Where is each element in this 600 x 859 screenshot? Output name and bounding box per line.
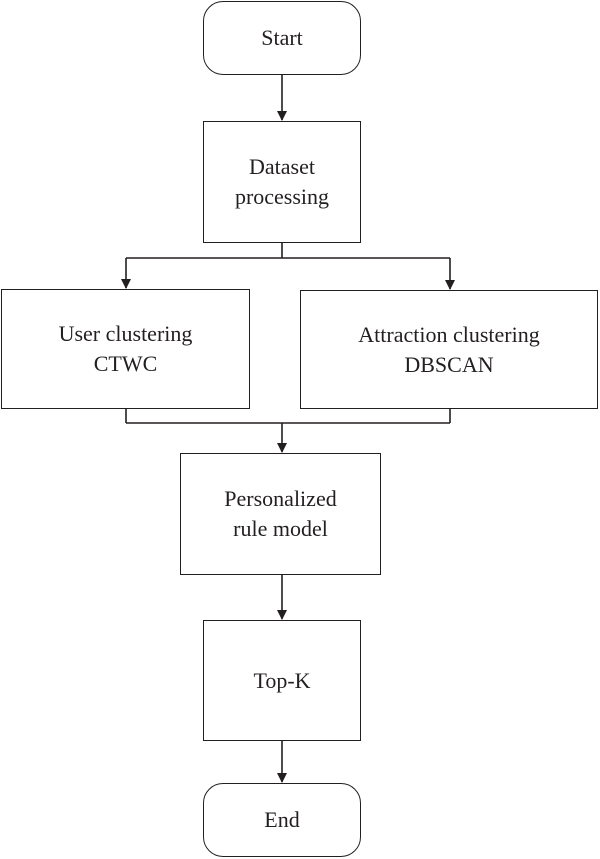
- topk-label: Top-K: [253, 667, 311, 693]
- rule-model-line2: rule model: [233, 516, 328, 541]
- rule-model-line1: Personalized: [224, 486, 337, 511]
- start-node: Start: [203, 1, 361, 75]
- user-clustering-line1: User clustering: [58, 321, 193, 346]
- rule-model-node: Personalized rule model: [180, 453, 381, 575]
- topk-node: Top-K: [203, 620, 361, 741]
- end-node: End: [203, 783, 361, 857]
- dataset-processing-line1: Dataset: [249, 154, 315, 179]
- attraction-clustering-line1: Attraction clustering: [358, 321, 540, 347]
- attraction-clustering-line2: DBSCAN: [404, 351, 494, 377]
- start-label: Start: [261, 25, 303, 50]
- user-clustering-line2: CTWC: [93, 351, 158, 376]
- attraction-clustering-node: Attraction clustering DBSCAN: [300, 290, 598, 409]
- dataset-processing-node: Dataset processing: [203, 121, 361, 243]
- end-label: End: [264, 807, 300, 832]
- user-clustering-node: User clustering CTWC: [1, 289, 250, 409]
- dataset-processing-line2: processing: [234, 184, 330, 209]
